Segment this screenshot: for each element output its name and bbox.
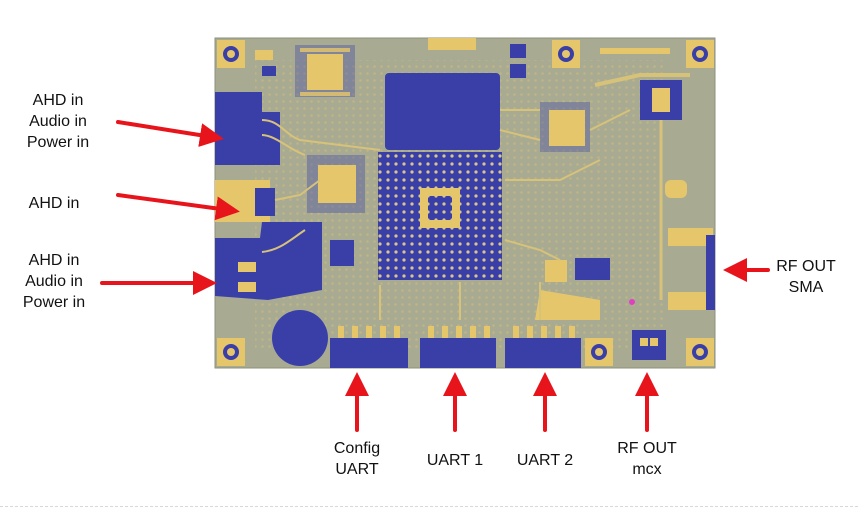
label-uart1-line1: UART 1 [426,452,484,469]
label-rf-line2: mcx [632,461,662,478]
bga-package [378,152,502,280]
label-left-top-line3: Power in [26,134,90,151]
label-left-mid-line1: AHD in [28,195,80,212]
chip-middle-left [307,155,365,213]
main-processor [385,73,500,150]
label-left-bottom: AHD in Audio in Power in [4,250,104,313]
label-config-line2: UART [335,461,379,478]
label-right-line1: RF OUT [776,258,836,275]
arrow-left-mid [116,193,240,221]
mounting-holes [217,40,714,366]
label-right-line2: SMA [788,279,824,296]
label-left-bottom-line3: Power in [22,294,86,311]
label-rf-mcx: RF OUT mcx [605,438,689,480]
buzzer-component [272,310,328,366]
arrow-left-top [116,120,224,147]
label-config-uart: Config UART [317,438,397,480]
label-uart2-line1: UART 2 [516,452,574,469]
label-right-sma: RF OUT SMA [760,256,852,298]
pcb-traces [261,109,631,320]
label-left-bottom-line2: Audio in [25,273,83,290]
left-connectors [215,92,322,300]
bottom-connectors [330,326,581,368]
label-left-top-line2: Audio in [29,113,87,130]
rf-section [535,73,715,360]
pcb-board [214,37,716,369]
label-uart2: UART 2 [505,450,585,471]
label-left-bottom-line1: AHD in [28,252,80,269]
label-config-line1: Config [333,440,381,457]
bottom-divider [0,506,858,507]
label-rf-line1: RF OUT [617,440,677,457]
qfn-chip-top-left [295,45,355,97]
label-left-top: AHD in Audio in Power in [8,90,108,153]
label-left-mid: AHD in [4,193,104,214]
label-uart1: UART 1 [415,450,495,471]
chip-right [540,102,590,152]
label-left-top-line1: AHD in [32,92,84,109]
